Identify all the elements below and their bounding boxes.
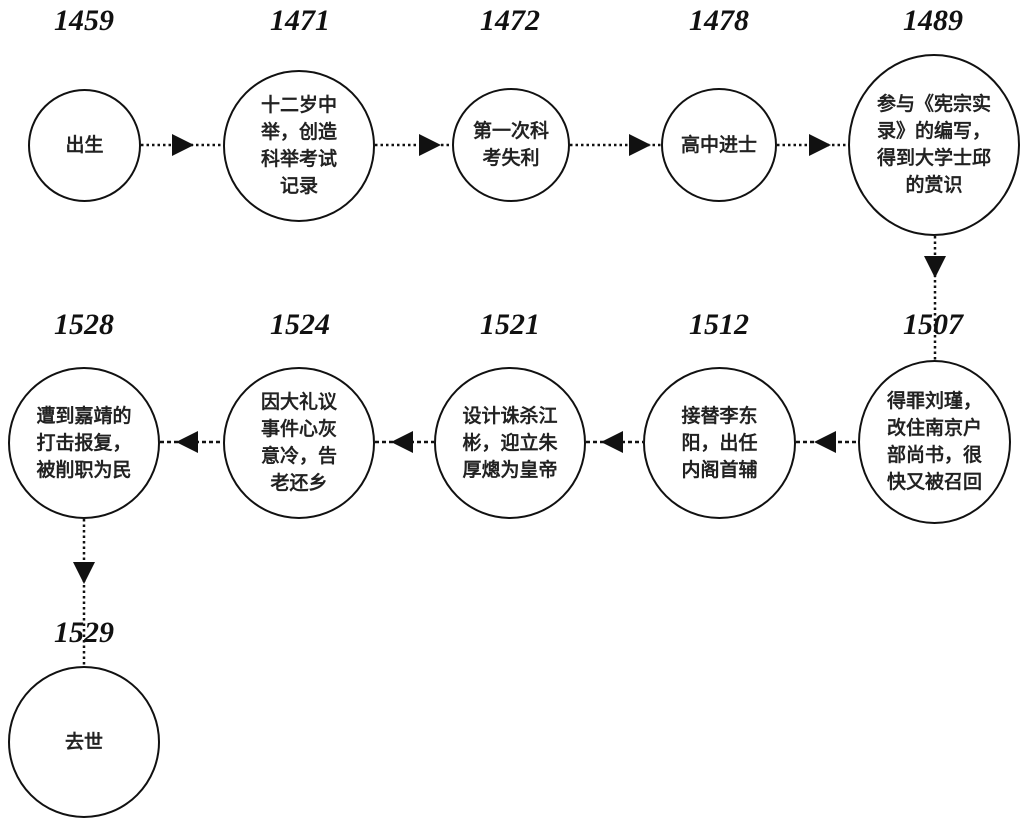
event-node-birth: 出生 — [28, 89, 141, 202]
event-text: 接替李东 阳，出任 内阁首辅 — [681, 404, 758, 481]
event-text: 因大礼议 事件心灰 意冷，告 老还乡 — [260, 391, 337, 494]
connector-row1-0-arrowhead-icon — [172, 134, 194, 156]
connector-1528-1529-arrowhead-icon — [73, 562, 95, 584]
connector-row2-2-arrowhead-icon — [391, 431, 413, 453]
connector-row2-1-arrowhead-icon — [601, 431, 623, 453]
connector-row2-3-arrowhead-icon — [176, 431, 198, 453]
year-label-1478: 1478 — [689, 4, 749, 37]
event-text: 第一次科 考失利 — [472, 120, 549, 169]
event-node-exam-fail: 第一次科 考失利 — [452, 88, 570, 202]
connector-row1-3-arrowhead-icon — [809, 134, 831, 156]
connector-row1-1-arrowhead-icon — [419, 134, 441, 156]
event-node-xianzong-records: 参与《宪宗实 录》的编写， 得到大学士邱 的赏识 — [848, 54, 1020, 236]
year-label-1512: 1512 — [689, 308, 749, 341]
event-node-death: 去世 — [8, 666, 160, 818]
year-label-1472: 1472 — [480, 4, 540, 37]
connector-row1-2-arrowhead-icon — [629, 134, 651, 156]
year-label-1529: 1529 — [54, 616, 114, 649]
event-text: 出生 — [65, 134, 104, 156]
event-text: 十二岁中 举，创造 科举考试 记录 — [260, 94, 337, 197]
event-text: 设计诛杀江 彬，迎立朱 厚熜为皇帝 — [462, 404, 558, 481]
year-label-1528: 1528 — [54, 308, 114, 341]
event-text: 遭到嘉靖的 打击报复， 被削职为民 — [36, 404, 132, 481]
event-node-great-rites: 因大礼议 事件心灰 意冷，告 老还乡 — [223, 367, 375, 519]
event-text: 去世 — [64, 730, 103, 753]
year-label-1471: 1471 — [270, 4, 330, 37]
connector-row2-0-arrowhead-icon — [814, 431, 836, 453]
year-label-1489: 1489 — [903, 4, 963, 37]
year-label-1459: 1459 — [54, 4, 114, 37]
event-node-jinshi: 高中进士 — [661, 88, 777, 202]
event-node-chief-grand-secretary: 接替李东 阳，出任 内阁首辅 — [643, 367, 796, 519]
event-node-dismissed: 遭到嘉靖的 打击报复， 被削职为民 — [8, 367, 160, 519]
year-label-1521: 1521 — [480, 308, 540, 341]
event-node-jiang-bin: 设计诛杀江 彬，迎立朱 厚熜为皇帝 — [434, 367, 586, 519]
year-label-1507: 1507 — [903, 308, 963, 341]
event-text: 参与《宪宗实 录》的编写， 得到大学士邱 的赏识 — [876, 93, 991, 196]
event-text: 得罪刘瑾， 改住南京户 部尚书，很 快又被召回 — [886, 390, 982, 493]
connector-1489-1507-arrowhead-icon — [924, 256, 946, 278]
event-node-juren: 十二岁中 举，创造 科举考试 记录 — [223, 70, 375, 222]
year-label-1524: 1524 — [270, 308, 330, 341]
event-text: 高中进士 — [680, 133, 757, 156]
event-node-offend-liujin: 得罪刘瑾， 改住南京户 部尚书，很 快又被召回 — [858, 360, 1011, 524]
